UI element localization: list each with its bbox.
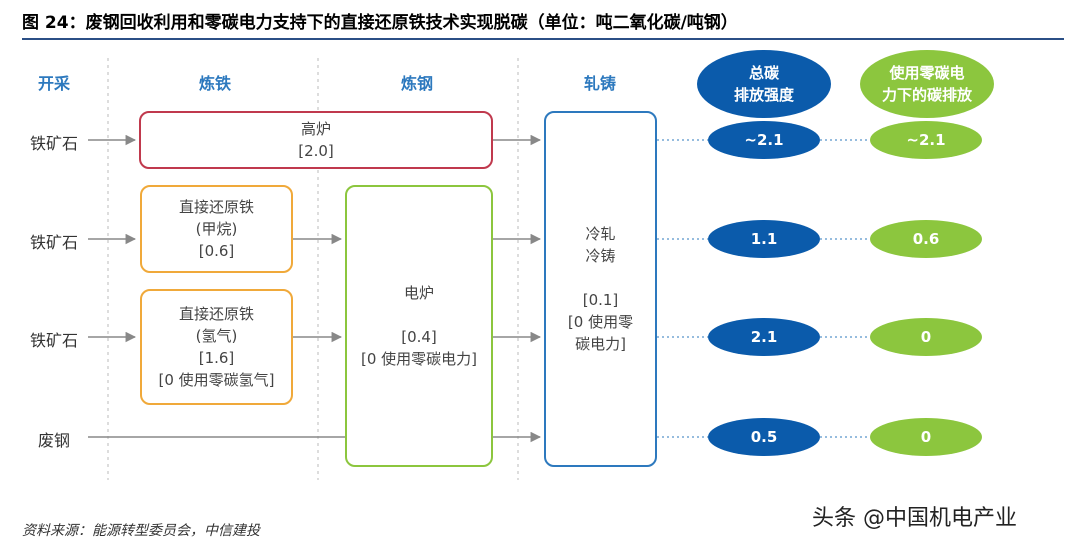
input-iron-ore-3: 铁矿石 [30, 331, 79, 350]
col-mining: 开采 [38, 74, 71, 93]
dri-methane-box: 直接还原铁 (甲烷) [0.6] [140, 185, 293, 273]
input-iron-ore-2: 铁矿石 [30, 233, 79, 252]
dri-hydrogen-box: 直接还原铁 (氢气) [1.6] [0 使用零碳氢气] [140, 289, 293, 405]
col-ironmaking: 炼铁 [199, 74, 232, 93]
total-emission-blast-furnace: ~2.1 [708, 121, 820, 159]
input-iron-ore-1: 铁矿石 [30, 134, 79, 153]
header-total-emission: 总碳 排放强度 [697, 50, 831, 118]
zero-carbon-emission-dri-hydrogen: 0 [870, 318, 982, 356]
rolling-casting-box: 冷轧 冷铸 [0.1] [0 使用零 碳电力] [544, 111, 657, 467]
header-zero-carbon-emission: 使用零碳电 力下的碳排放 [860, 50, 994, 118]
zero-carbon-emission-blast-furnace: ~2.1 [870, 121, 982, 159]
col-rolling: 轧铸 [584, 74, 617, 93]
input-scrap: 废钢 [38, 431, 71, 450]
total-emission-dri-hydrogen: 2.1 [708, 318, 820, 356]
title-rule [22, 38, 1064, 40]
zero-carbon-emission-scrap: 0 [870, 418, 982, 456]
watermark: 头条 @中国机电产业 [812, 506, 1017, 531]
blast-furnace-box: 高炉 [2.0] [139, 111, 493, 169]
electric-furnace-box: 电炉 [0.4] [0 使用零碳电力] [345, 185, 493, 467]
total-emission-dri-methane: 1.1 [708, 220, 820, 258]
figure-title: 图 24：废钢回收利用和零碳电力支持下的直接还原铁技术实现脱碳（单位：吨二氧化碳… [22, 13, 738, 33]
col-steelmaking: 炼钢 [401, 74, 434, 93]
total-emission-scrap: 0.5 [708, 418, 820, 456]
source-note: 资料来源：能源转型委员会，中信建投 [22, 523, 260, 539]
zero-carbon-emission-dri-methane: 0.6 [870, 220, 982, 258]
